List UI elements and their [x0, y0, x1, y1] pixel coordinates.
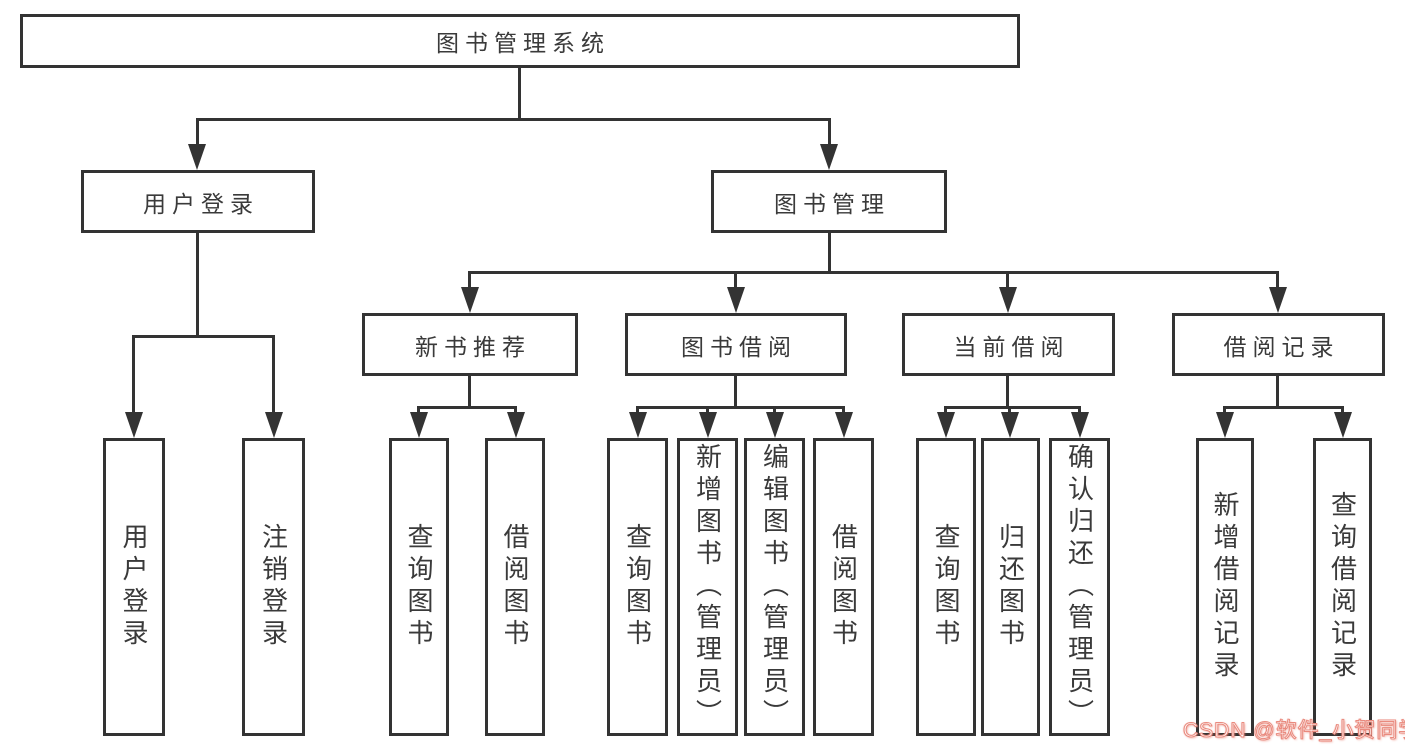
leaf-borrowing-edit-books-admin: 编辑图书（管理员）: [744, 438, 805, 736]
node-label: 用户登录: [119, 523, 149, 651]
connector: [272, 335, 275, 414]
arrow-down-icon: [629, 412, 647, 438]
leaf-user-login: 用户登录: [103, 438, 165, 736]
connector: [417, 406, 420, 414]
node-label: 查询图书: [404, 523, 434, 651]
node-label: 当前借阅: [953, 333, 1070, 360]
connector: [828, 118, 831, 146]
node-new-book-recommend: 新书推荐: [362, 313, 578, 376]
connector: [1078, 406, 1081, 414]
arrow-down-icon: [835, 412, 853, 438]
connector: [1223, 406, 1344, 409]
connector: [514, 406, 517, 414]
node-label: 图书管理系统: [436, 30, 610, 56]
arrow-down-icon: [699, 412, 717, 438]
node-label: 注销登录: [258, 523, 289, 651]
connector: [734, 376, 737, 409]
node-label: 借阅图书: [500, 523, 530, 651]
connector: [468, 376, 471, 409]
leaf-recommend-borrow-books: 借阅图书: [485, 438, 545, 736]
connector: [132, 335, 275, 338]
leaf-current-confirm-return-admin: 确认归还（管理员）: [1049, 438, 1110, 736]
node-label: 查询图书: [622, 523, 653, 651]
connector: [1008, 406, 1011, 414]
connector: [1006, 271, 1009, 289]
connector: [944, 406, 947, 414]
leaf-records-add-record: 新增借阅记录: [1196, 438, 1254, 736]
connector: [1006, 376, 1009, 409]
arrow-down-icon: [188, 144, 206, 170]
connector: [1276, 271, 1279, 289]
node-label: 确认归还（管理员）: [1064, 443, 1095, 731]
node-label: 编辑图书（管理员）: [759, 443, 790, 731]
connector: [468, 271, 1279, 274]
arrow-down-icon: [1001, 412, 1019, 438]
connector: [468, 271, 471, 289]
node-label: 用户登录: [143, 190, 259, 217]
leaf-borrowing-borrow-books: 借阅图书: [813, 438, 874, 736]
arrow-down-icon: [766, 412, 784, 438]
arrow-down-icon: [507, 412, 525, 438]
node-label: 图书管理: [774, 190, 890, 217]
arrow-down-icon: [727, 287, 745, 313]
node-user-login: 用户登录: [81, 170, 315, 233]
node-label: 归还图书: [995, 523, 1026, 651]
node-borrowing-records: 借阅记录: [1172, 313, 1385, 376]
connector: [842, 406, 845, 414]
connector: [1223, 406, 1226, 414]
arrow-down-icon: [410, 412, 428, 438]
csdn-watermark: CSDN @软件_小贺同学: [1182, 719, 1405, 743]
arrow-down-icon: [1334, 412, 1352, 438]
connector: [518, 68, 521, 120]
connector: [1276, 376, 1279, 409]
node-label: 借阅记录: [1223, 333, 1340, 360]
leaf-recommend-query-books: 查询图书: [389, 438, 449, 736]
connector: [636, 406, 845, 409]
node-label: 新书推荐: [415, 333, 531, 360]
arrow-down-icon: [265, 412, 283, 438]
arrow-down-icon: [999, 287, 1017, 313]
connector: [773, 406, 776, 414]
connector: [734, 271, 737, 289]
node-label: 新增借阅记录: [1210, 491, 1240, 683]
arrow-down-icon: [1269, 287, 1287, 313]
node-book-borrowing: 图书借阅: [625, 313, 847, 376]
node-library-management-system: 图书管理系统: [20, 14, 1020, 68]
leaf-records-query-record: 查询借阅记录: [1313, 438, 1372, 736]
connector: [132, 335, 135, 414]
connector: [1341, 406, 1344, 414]
node-current-borrowing: 当前借阅: [902, 313, 1115, 376]
arrow-down-icon: [1071, 412, 1089, 438]
node-label: 借阅图书: [828, 523, 859, 651]
node-label: 图书借阅: [681, 333, 797, 360]
node-label: 新增图书（管理员）: [692, 443, 723, 731]
arrow-down-icon: [1216, 412, 1234, 438]
connector: [196, 118, 199, 146]
leaf-borrowing-add-books-admin: 新增图书（管理员）: [677, 438, 738, 736]
connector: [196, 118, 831, 121]
leaf-borrowing-query-books: 查询图书: [607, 438, 668, 736]
connector: [828, 233, 831, 274]
node-label: 查询借阅记录: [1327, 491, 1358, 683]
connector: [706, 406, 709, 414]
arrow-down-icon: [937, 412, 955, 438]
arrow-down-icon: [820, 144, 838, 170]
connector: [944, 406, 1081, 409]
node-label: 查询图书: [931, 523, 961, 651]
connector: [417, 406, 517, 409]
arrow-down-icon: [461, 287, 479, 313]
leaf-current-return-books: 归还图书: [981, 438, 1040, 736]
node-book-management: 图书管理: [711, 170, 947, 233]
leaf-logout: 注销登录: [242, 438, 305, 736]
arrow-down-icon: [125, 412, 143, 438]
connector: [636, 406, 639, 414]
leaf-current-query-books: 查询图书: [916, 438, 976, 736]
connector: [196, 233, 199, 338]
